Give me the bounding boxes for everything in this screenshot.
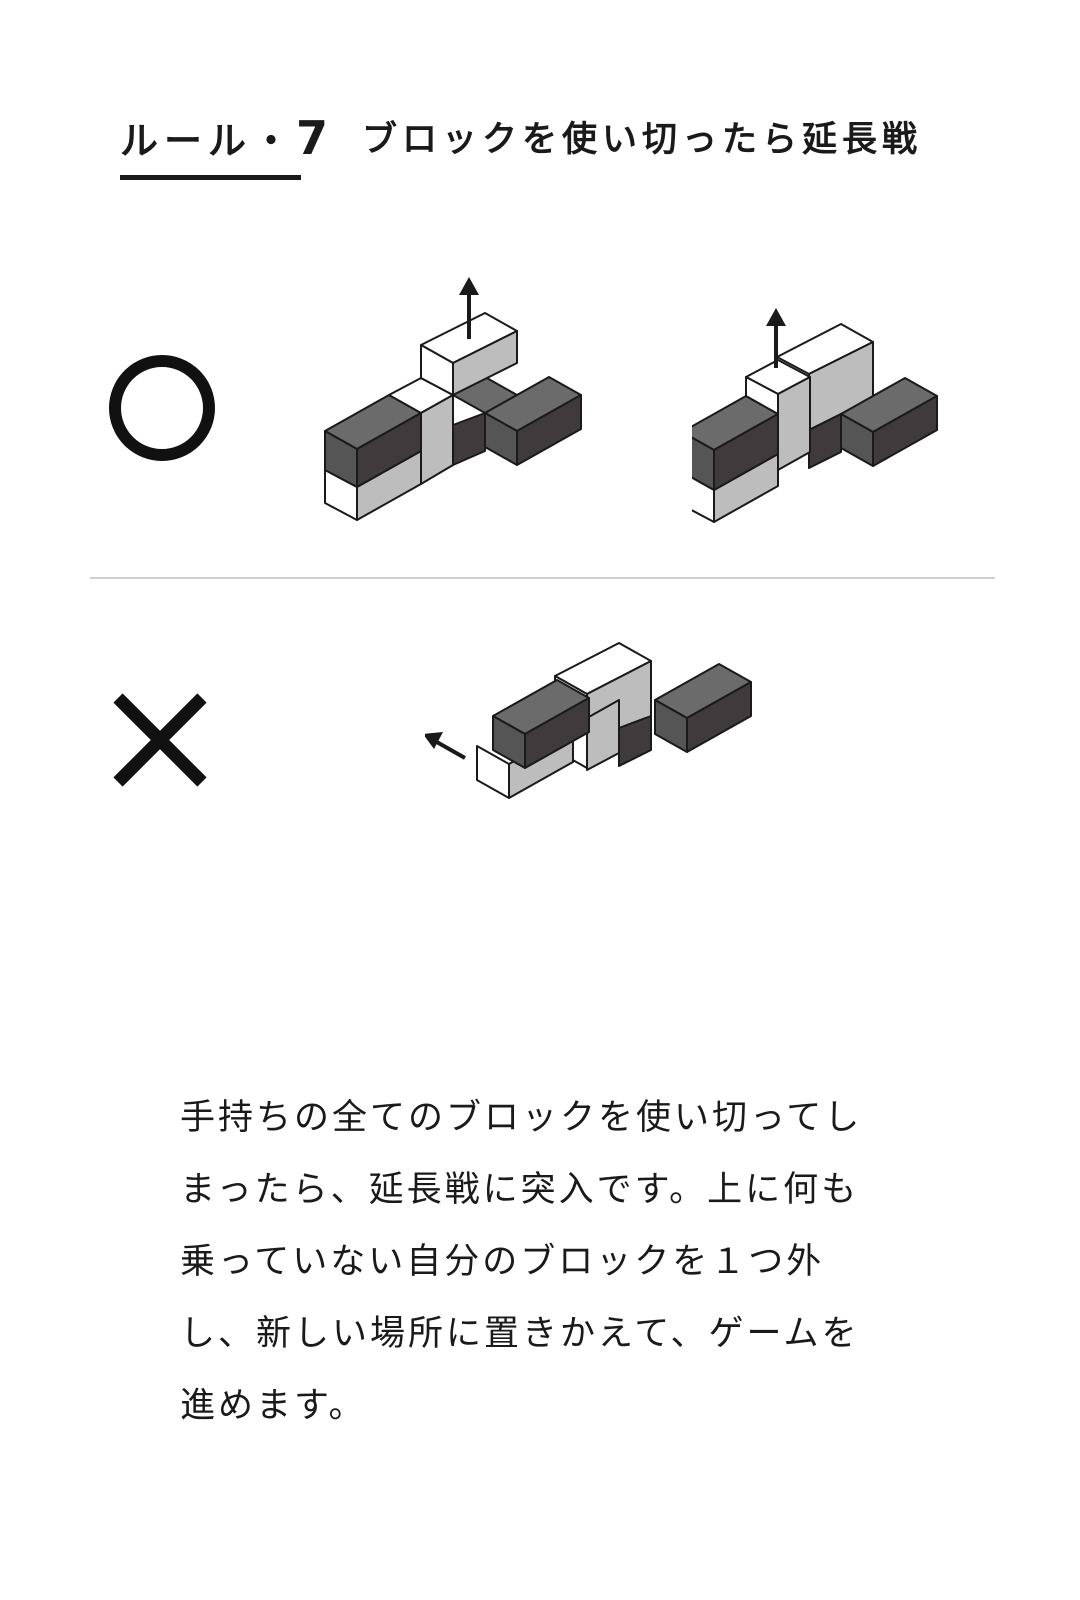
correct-example-figure-1 (324, 277, 582, 521)
rule-number: 7 (296, 111, 335, 165)
rule-description: 手持ちの全てのブロックを使い切ってしまったら、延長戦に突入です。上に何も乗ってい… (180, 1082, 920, 1442)
block-face (452, 330, 518, 396)
correct-example-figure-2 (692, 308, 938, 523)
arrow-head (766, 308, 786, 326)
block-face (808, 413, 842, 469)
rule-label-text: ルール・ (120, 119, 297, 163)
circle-mark-icon (109, 355, 215, 461)
block-face (618, 715, 652, 767)
wrong-example-figure (425, 642, 752, 799)
rule-title: ブロックを使い切ったら延長戦 (362, 120, 923, 160)
arrow-left-icon (434, 739, 466, 760)
description-line: し、新しい場所に置きかえて、ゲームを (180, 1314, 860, 1354)
block-face (524, 697, 590, 769)
arrow-head (425, 732, 443, 749)
block-face (686, 681, 752, 753)
block-face (452, 412, 486, 466)
description-line: まったら、延長戦に突入です。上に何も (180, 1170, 860, 1210)
description-line: 乗っていない自分のブロックを１つ外 (180, 1242, 825, 1282)
rule-label: ルール・7 (120, 112, 334, 167)
section-divider (90, 577, 995, 579)
block-face (872, 395, 938, 467)
description-line: 手持ちの全てのブロックを使い切ってし (180, 1098, 863, 1138)
cross-mark-icon (113, 693, 207, 787)
block-face (777, 376, 811, 471)
rule-underline (120, 175, 301, 180)
block-face (516, 394, 582, 466)
arrow-head (459, 277, 479, 295)
description-line: 進めます。 (180, 1386, 367, 1426)
block-face (745, 376, 779, 415)
